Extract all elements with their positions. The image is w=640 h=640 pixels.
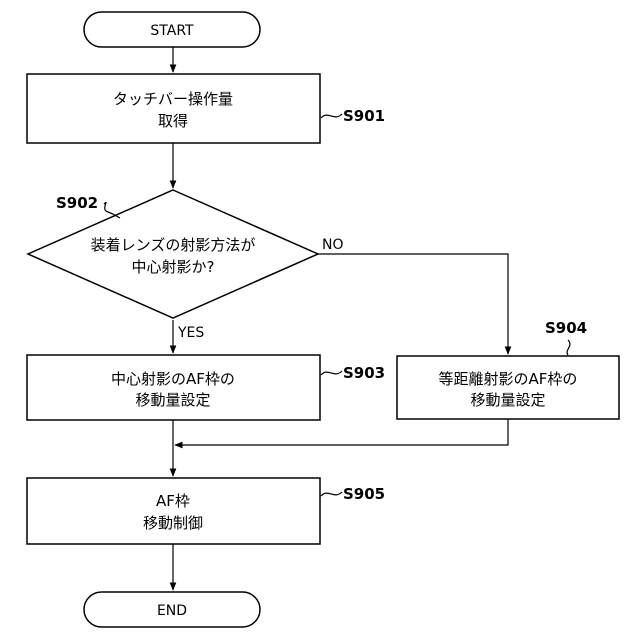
s904-line-1: 等距離射影のAF枠の bbox=[439, 370, 578, 388]
s904-line-2: 移動量設定 bbox=[470, 391, 545, 409]
s903-step-label: S903 bbox=[343, 364, 385, 382]
s903-line-1: 中心射影のAF枠の bbox=[111, 370, 235, 388]
start-terminal: START bbox=[84, 12, 260, 47]
process-s903: 中心射影のAF枠の 移動量設定 bbox=[27, 355, 320, 420]
s905-line-2: 移動制御 bbox=[143, 514, 203, 532]
s905-step-label: S905 bbox=[343, 485, 385, 503]
s902-no-label: NO bbox=[322, 237, 344, 253]
s901-step-label: S901 bbox=[343, 107, 385, 125]
s905-line-1: AF枠 bbox=[156, 492, 190, 510]
s903-line-2: 移動量設定 bbox=[135, 391, 210, 409]
start-label: START bbox=[150, 23, 194, 39]
s905-leader bbox=[321, 492, 342, 496]
process-s901: タッチバー操作量 取得 bbox=[27, 74, 320, 143]
arrow-s904-to-merge bbox=[175, 419, 508, 445]
s902-step-label: S902 bbox=[56, 194, 98, 212]
s902-line-2: 中心射影か? bbox=[132, 258, 215, 276]
end-terminal: END bbox=[84, 592, 260, 627]
s901-line-2: 取得 bbox=[158, 112, 188, 130]
s903-leader bbox=[321, 371, 342, 375]
process-s904: 等距離射影のAF枠の 移動量設定 bbox=[397, 356, 619, 419]
end-label: END bbox=[157, 603, 187, 619]
arrow-s902-no-to-s904 bbox=[318, 254, 508, 354]
s904-step-label: S904 bbox=[545, 319, 587, 337]
s902-line-1: 装着レンズの射影方法が bbox=[91, 236, 256, 254]
s901-line-1: タッチバー操作量 bbox=[113, 90, 233, 108]
s901-leader bbox=[321, 114, 342, 118]
s902-yes-label: YES bbox=[177, 325, 204, 341]
process-s905: AF枠 移動制御 bbox=[27, 478, 320, 544]
s904-leader bbox=[567, 340, 570, 355]
